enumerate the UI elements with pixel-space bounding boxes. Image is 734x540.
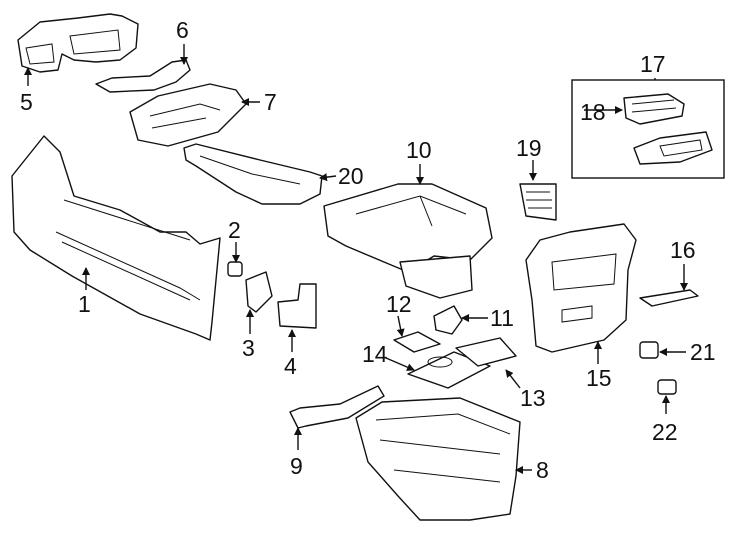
part-16-trim-strip — [639, 289, 699, 307]
callout-18: 18 — [580, 99, 606, 125]
part-11-bracket — [433, 305, 463, 335]
callout-20: 20 — [338, 163, 364, 189]
part-12-mat — [393, 331, 441, 353]
part-18-switch-panel — [623, 93, 685, 125]
callout-3: 3 — [242, 335, 255, 361]
part-7-brace — [129, 83, 247, 147]
part-8-console-box — [355, 397, 521, 521]
part-19-vent-grille — [519, 183, 557, 221]
callout-labels: 5 6 7 10 19 17 18 20 1 2 3 4 12 11 14 13… — [20, 17, 716, 483]
callout-1: 1 — [78, 291, 91, 317]
callout-10: 10 — [406, 137, 432, 163]
callout-19: 19 — [516, 135, 542, 161]
part-3-cover — [245, 271, 273, 313]
inset-box-17 — [571, 79, 725, 179]
callout-22: 22 — [652, 419, 678, 445]
callout-17: 17 — [640, 51, 666, 77]
callout-8: 8 — [536, 457, 549, 483]
part-13-mat — [455, 337, 517, 367]
callout-6: 6 — [176, 17, 189, 43]
part-15-rear-panel — [525, 223, 637, 353]
callout-2: 2 — [228, 217, 241, 243]
callout-14: 14 — [362, 341, 388, 367]
callout-11: 11 — [490, 305, 514, 331]
part-21-switch — [639, 341, 659, 359]
part-4-bracket — [277, 283, 317, 329]
part-1-side-panel — [11, 135, 221, 341]
part-6-bracket-bar — [95, 59, 191, 93]
part-14-mat — [407, 351, 491, 389]
callout-15: 15 — [586, 365, 612, 391]
part-20-duct — [183, 143, 323, 205]
part-22-switch — [657, 379, 677, 395]
part-17-bezel — [633, 131, 713, 165]
part-2-clip — [227, 261, 243, 277]
callout-5: 5 — [20, 89, 33, 115]
callout-4: 4 — [284, 353, 297, 379]
callout-21: 21 — [690, 339, 716, 365]
callout-13: 13 — [520, 385, 546, 411]
leader-lines — [24, 44, 688, 474]
part-10-armrest-lid — [323, 183, 493, 299]
part-5-rear-upper-panel — [17, 13, 139, 73]
callout-9: 9 — [290, 453, 303, 479]
callout-12: 12 — [386, 291, 412, 317]
callout-16: 16 — [670, 237, 696, 263]
callout-7: 7 — [264, 89, 277, 115]
